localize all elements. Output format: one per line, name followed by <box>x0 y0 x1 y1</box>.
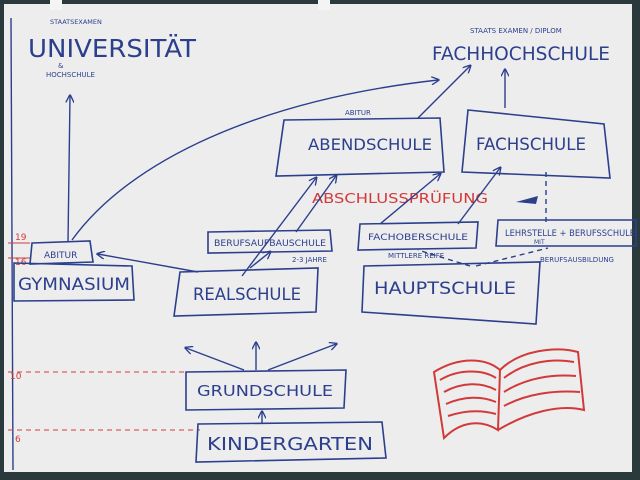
abitur-note: ABITUR <box>345 109 371 117</box>
ink-mark <box>516 196 538 204</box>
arrow-abitur-fachhochschule <box>71 80 438 241</box>
arrow-berufsaufbau-abendschule <box>295 176 336 233</box>
mit-note: MIT <box>534 239 545 246</box>
dashed-hauptschule-lehrstelle <box>475 247 549 267</box>
diplom-note: STAATS EXAMEN / DIPLOM <box>470 27 562 35</box>
arrow-realschule-abitur <box>98 254 199 273</box>
abschlusspruefung-label: ABSCHLUSSPRÜFUNG <box>312 190 488 207</box>
fachhochschule-title: FACHHOCHSCHULE <box>432 43 610 65</box>
arrow-realschule-berufsaufbau <box>249 252 270 269</box>
abendschule-box <box>275 117 445 177</box>
abitur-box-label: ABITUR <box>44 251 77 261</box>
abitur-box <box>29 240 94 265</box>
realschule-box <box>173 267 319 317</box>
realschule-label: REALSCHULE <box>193 285 301 305</box>
timeline-axis <box>10 17 14 471</box>
arrow-fachoberschule-abend <box>379 174 440 225</box>
staatsexamen-note: STAATSEXAMEN <box>50 18 102 26</box>
age-label-6: 6 <box>15 435 21 445</box>
fachschule-box <box>461 109 611 179</box>
arrow-gymnasium-universitaet <box>68 96 70 243</box>
universitaet-title: UNIVERSITÄT <box>28 34 197 63</box>
mittlere-reife-note: MITTLERE REIFE <box>388 252 444 260</box>
berufsausbildung-note: BERUFSAUSBILDUNG <box>540 256 614 264</box>
grundschule-box <box>185 369 347 411</box>
gymnasium-box <box>13 262 135 302</box>
grundschule-label: GRUNDSCHULE <box>197 382 333 400</box>
book-drawing <box>432 348 586 441</box>
duration-note: 2-3 JAHRE <box>292 256 327 264</box>
age-label-10: 10 <box>10 372 22 382</box>
kindergarten-label: KINDERGARTEN <box>207 434 373 455</box>
age-label-19: 19 <box>15 233 27 243</box>
arrow-realschule-abendschule <box>241 178 316 277</box>
binder-clip-right <box>318 0 330 10</box>
gymnasium-label: GYMNASIUM <box>18 275 130 295</box>
lehrstelle-label: LEHRSTELLE + BERUFSSCHULE <box>505 229 635 239</box>
binder-clip-left <box>50 0 62 10</box>
abendschule-label: ABENDSCHULE <box>308 135 432 154</box>
arrow-abendschule-fachhochschule <box>417 66 470 119</box>
kindergarten-box <box>195 421 387 463</box>
fachschule-label: FACHSCHULE <box>476 135 586 155</box>
arrow-grundschule-right <box>267 344 336 371</box>
arrow-fachoberschule-fachschule <box>457 168 500 225</box>
berufsaufbauschule-box <box>207 229 333 254</box>
paper-background <box>4 4 632 472</box>
hochschule-note: HOCHSCHULE <box>46 71 95 79</box>
hauptschule-label: HAUPTSCHULE <box>374 279 516 299</box>
hauptschule-box <box>361 261 541 325</box>
arrow-grundschule-left <box>186 348 245 371</box>
lehrstelle-box <box>495 219 637 247</box>
fachoberschule-label: FACHOBERSCHULE <box>368 233 468 243</box>
fachoberschule-box <box>357 221 479 251</box>
hochschule-amp: & <box>58 62 64 70</box>
berufsaufbauschule-label: BERUFSAUFBAUSCHULE <box>214 239 326 249</box>
dashed-hauptschule-fachober <box>417 249 471 267</box>
